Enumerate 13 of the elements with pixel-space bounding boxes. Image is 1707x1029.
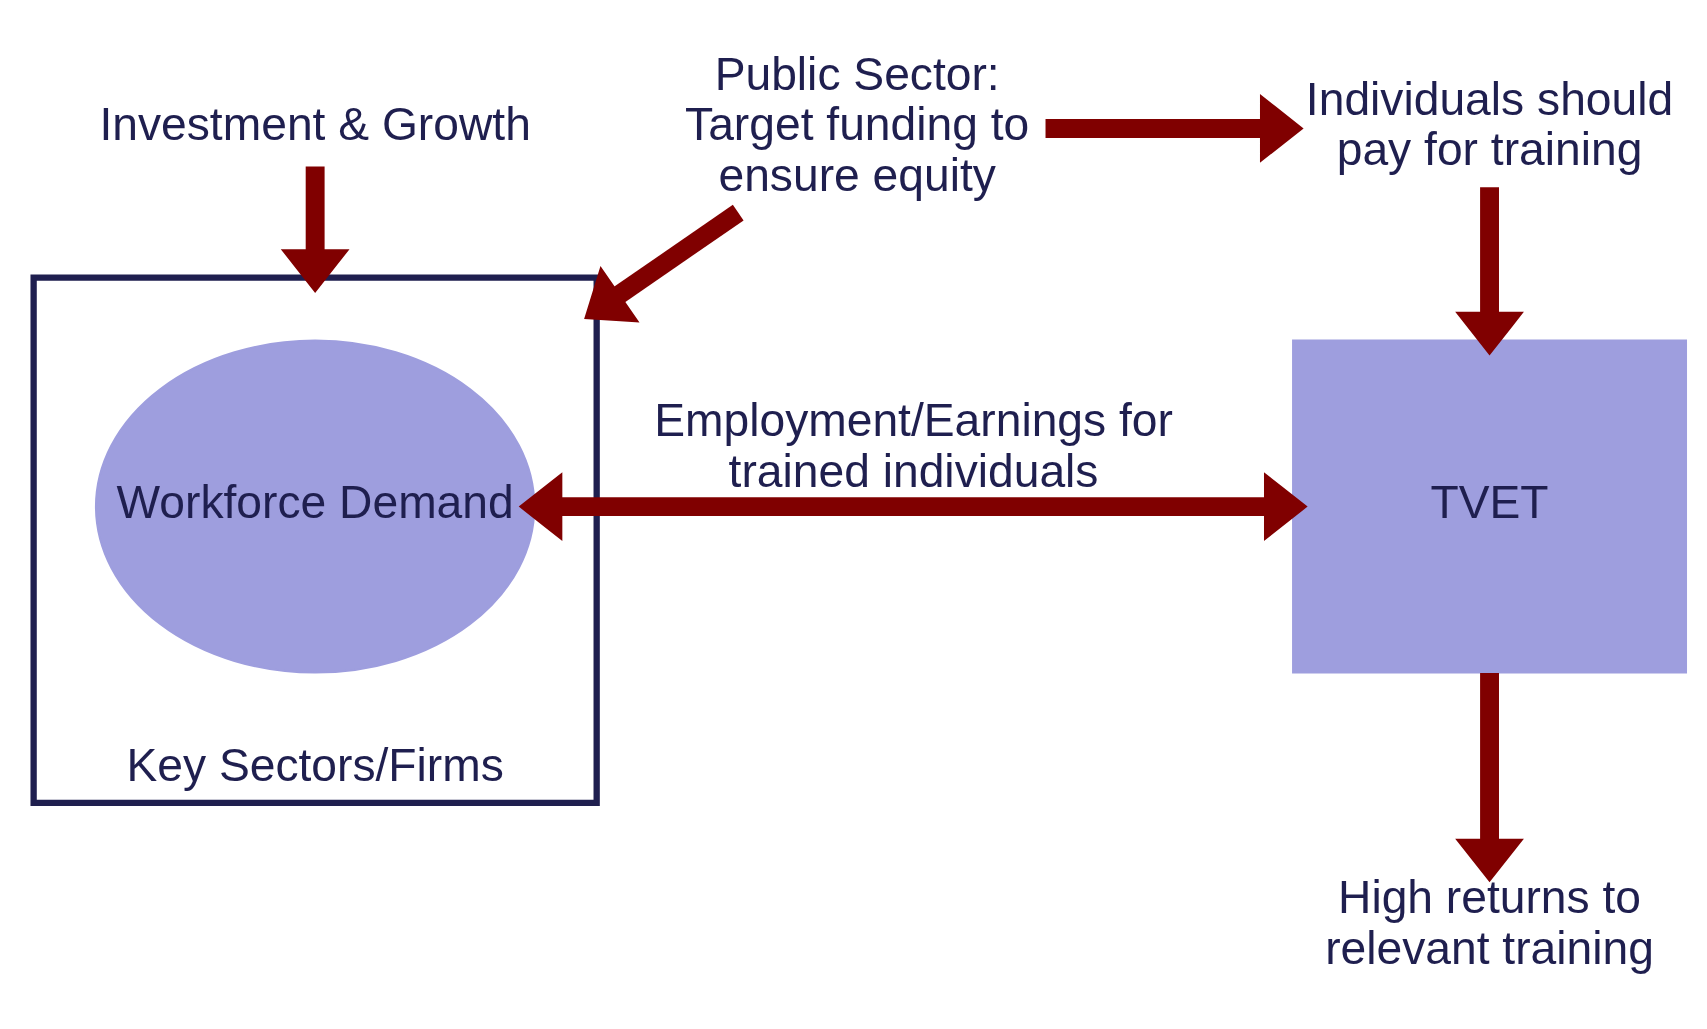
arrow (584, 204, 744, 322)
node-text: Individuals should pay for training (1305, 72, 1674, 175)
edge-label: Employment/Earnings for trained individuals (654, 393, 1173, 497)
arrow (518, 471, 1308, 541)
node-text: High returns to relevant training (1325, 870, 1654, 974)
node-box: TVET (1292, 339, 1687, 674)
node-ellipse: Workforce Demand (94, 339, 536, 674)
arrow (1455, 186, 1524, 355)
arrow (1455, 672, 1524, 882)
arrow (280, 165, 350, 293)
arrow (1045, 93, 1304, 163)
node-text: Public Sector: Target funding to ensure equity (685, 47, 1030, 201)
node-text: Investment & Growth (99, 97, 531, 150)
